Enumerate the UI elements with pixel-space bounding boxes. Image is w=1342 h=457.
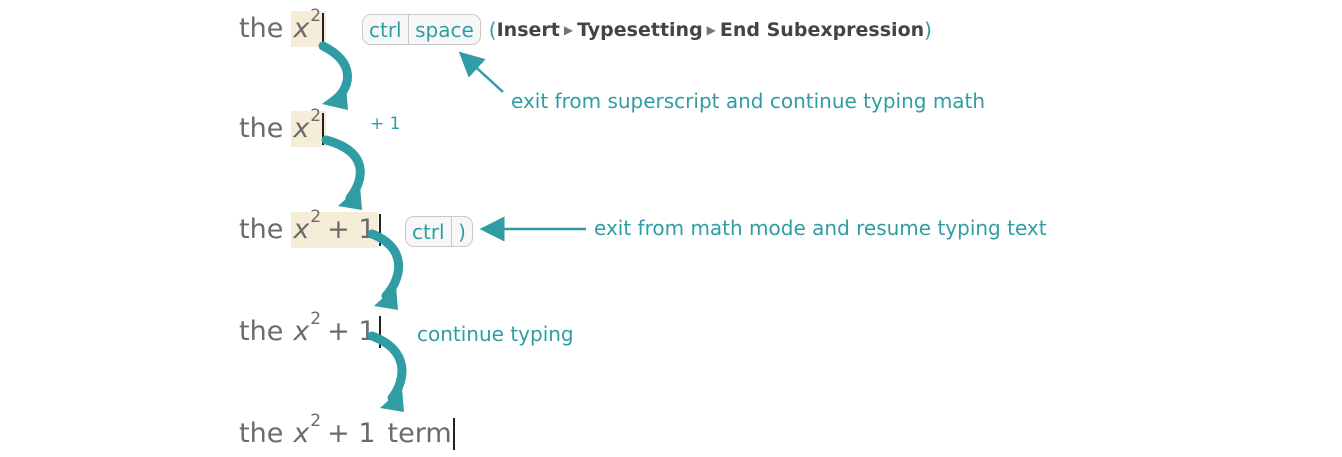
menu-arrow-icon: ▶ [563,22,574,37]
note-exit-math-mode: exit from math mode and resume typing te… [594,216,1047,240]
key-separator [450,217,453,246]
shortcut-exit-math: ctrl ) [405,216,473,247]
menu-insert: Insert [496,18,560,41]
menu-arrow-icon: ▶ [706,22,716,37]
math-rest: + 1 [327,214,376,245]
math-rest: + 1 [327,316,376,347]
curved-arrow-3-head [374,286,398,310]
text-word: the [239,418,284,449]
curved-arrow-4-head [380,388,404,412]
text-word-after: term [387,418,452,449]
key-ctrl: ctrl [369,17,402,42]
pointer-arrow-1 [458,51,504,93]
typed-plus-one: + 1 [370,114,401,134]
close-paren: ) [924,17,932,42]
curved-arrow-2-head [338,186,362,210]
key-ctrl: ctrl [412,219,445,244]
text-cursor [378,316,381,348]
curved-arrow-1-head [322,86,348,110]
key-separator [407,15,410,44]
menu-end-subexpression: End Subexpression [719,18,925,41]
math-rest: + 1 [327,418,376,449]
note-exit-superscript: exit from superscript and continue typin… [511,89,986,113]
curved-arrow-2 [321,135,365,203]
math-variable: x [293,13,310,44]
superscript: 2 [310,411,322,431]
text-word: the [239,316,284,347]
key-combo: ctrl space [362,14,481,45]
superscript: 2 [310,6,322,26]
open-paren: ( [488,17,497,42]
key-combo: ctrl ) [405,216,473,247]
superscript: 2 [310,207,322,227]
text-word: the [239,13,284,44]
superscript: 2 [310,106,322,126]
curved-arrow-4 [367,331,407,403]
math-variable: x [293,418,310,449]
math-variable: x [293,316,310,347]
text-word: the [239,113,284,144]
math-variable: x [293,214,310,245]
text-cursor [452,418,455,450]
text-word: the [239,214,284,245]
curved-arrow-3 [367,229,403,301]
superscript: 2 [310,309,322,329]
key-space: space [415,17,474,42]
key-close-paren: ) [458,219,466,244]
menu-typesetting: Typesetting [577,18,703,41]
math-variable: x [293,113,310,144]
note-continue-typing: continue typing [417,322,574,346]
text-cursor [322,113,325,145]
text-cursor [378,214,381,246]
shortcut-end-subexpression: ctrl space ( Insert ▶ Typesetting ▶ End … [362,14,932,45]
text-cursor [322,13,325,45]
